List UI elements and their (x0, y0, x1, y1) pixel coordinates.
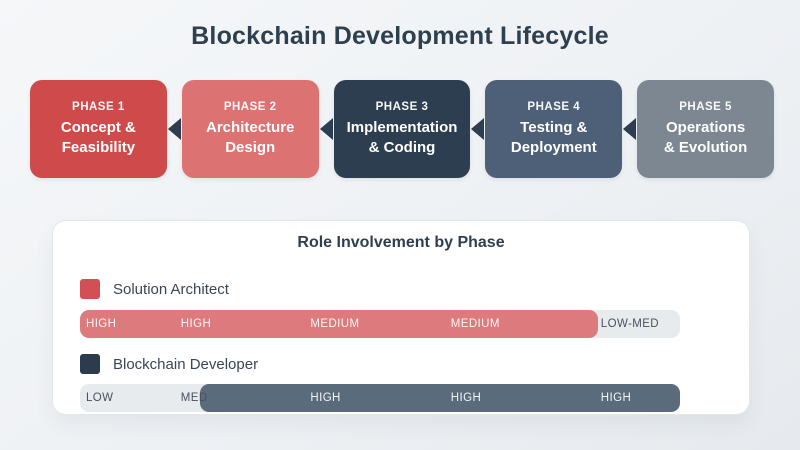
level-label: HIGH (310, 392, 341, 404)
arrow-left-icon (623, 118, 637, 140)
phase-name-line: Architecture (206, 118, 295, 136)
phase-name-line: Feasibility (61, 138, 136, 156)
involvement-bar-solution-architect: HIGH HIGH MEDIUM MEDIUM LOW-MED (80, 310, 680, 338)
phase-name-line: & Evolution (663, 138, 748, 156)
arrow-left-icon (319, 118, 333, 140)
level-label: HIGH (600, 392, 632, 404)
legend-label: Blockchain Developer (113, 355, 259, 373)
role-involvement-card: Role Involvement by Phase Solution Archi… (52, 220, 750, 415)
phase-kicker: PHASE 4 (527, 100, 581, 113)
phase-kicker: PHASE 2 (223, 100, 277, 113)
involvement-bar-blockchain-developer: LOW MED HIGH HIGH HIGH (80, 384, 680, 412)
phase-name-line: Concept & (60, 118, 136, 136)
legend-solution-architect: Solution Architect (80, 279, 229, 299)
arrow-left-icon (471, 118, 485, 140)
legend-blockchain-developer: Blockchain Developer (80, 354, 258, 374)
phase-name-line: & Coding (368, 138, 436, 156)
phase-kicker: PHASE 5 (679, 100, 732, 113)
level-label: MEDIUM (450, 318, 500, 330)
phase-kicker: PHASE 1 (72, 100, 125, 113)
flow-arrow-slot (167, 80, 182, 178)
level-label: HIGH (450, 392, 482, 404)
level-label: LOW (86, 392, 114, 404)
phase-kicker: PHASE 3 (375, 100, 429, 113)
level-label: HIGH (86, 318, 117, 330)
level-label: MEDIUM (310, 318, 360, 330)
phase-name-line: Design (225, 138, 276, 156)
legend-swatch (80, 354, 100, 374)
phase-name-line: Deployment (510, 138, 597, 156)
flow-arrow-slot (470, 80, 485, 178)
phase-box-5: PHASE 5 Operations & Evolution (637, 80, 774, 178)
level-label: LOW-MED (600, 318, 659, 330)
bar-fill (200, 384, 680, 412)
page-title: Blockchain Development Lifecycle (191, 22, 609, 50)
flow-arrow-slot (622, 80, 637, 178)
phase-box-2: PHASE 2 Architecture Design (181, 80, 319, 178)
level-label: MED (180, 392, 208, 404)
legend-swatch (80, 279, 100, 299)
flow-arrow-slot (319, 80, 334, 178)
level-label: HIGH (180, 318, 212, 330)
phase-name-line: Operations (665, 118, 746, 136)
phase-name-line: Testing & (520, 118, 588, 136)
bar-fill (80, 310, 598, 338)
card-title: Role Involvement by Phase (297, 234, 505, 251)
phase-box-4: PHASE 4 Testing & Deployment (485, 80, 623, 178)
phase-flow: PHASE 1 Concept & Feasibility PHASE 2 Ar… (30, 80, 774, 178)
phase-box-3: PHASE 3 Implementation & Coding (333, 80, 471, 178)
legend-label: Solution Architect (113, 280, 229, 298)
phase-box-1: PHASE 1 Concept & Feasibility (30, 80, 167, 178)
phase-name-line: Implementation (346, 118, 458, 136)
arrow-left-icon (167, 118, 181, 140)
